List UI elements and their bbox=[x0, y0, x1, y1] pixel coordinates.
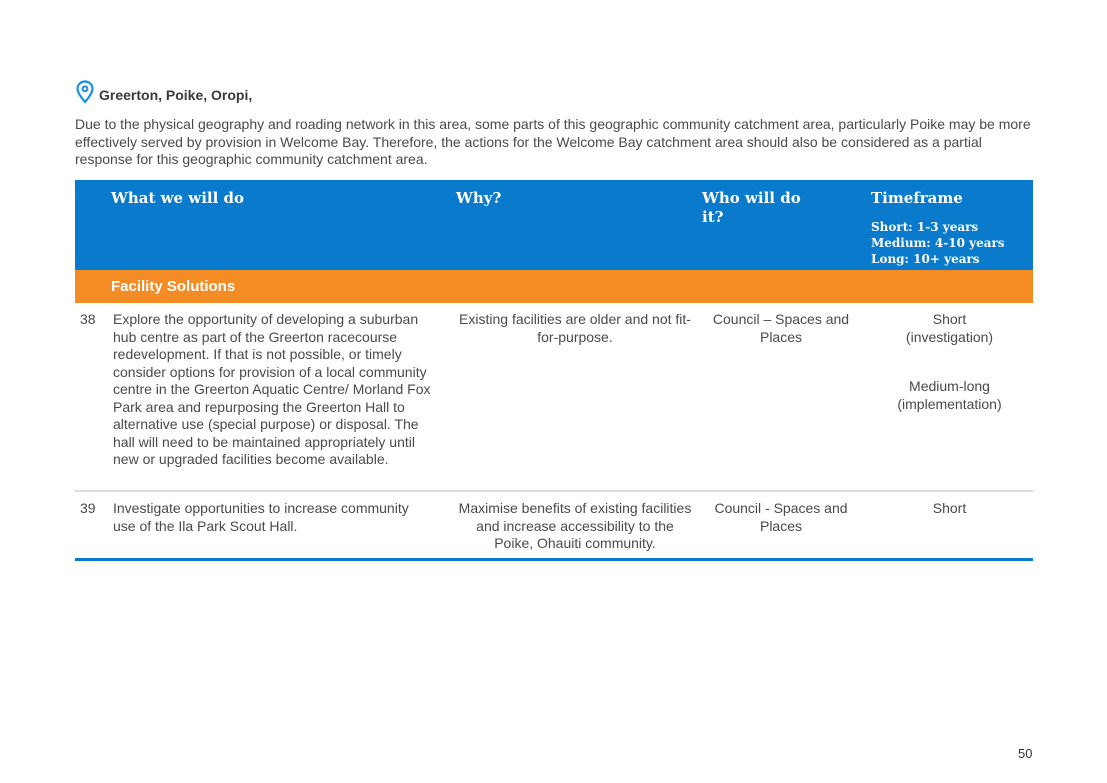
row-number: 38 bbox=[80, 311, 96, 327]
page-number: 50 bbox=[1018, 746, 1033, 761]
table-header: What we will do Why? Who will do it? Tim… bbox=[75, 180, 1033, 270]
timeframe-investigation: Short (investigation) bbox=[905, 311, 994, 345]
timeframe-legend: Short: 1-3 years Medium: 4-10 years Long… bbox=[871, 219, 1005, 267]
header-who: Who will do it? bbox=[702, 189, 801, 226]
row-what: Explore the opportunity of developing a … bbox=[113, 311, 431, 467]
timeframe-short: Short: 1-3 years bbox=[871, 220, 979, 234]
section-heading: Greerton, Poike, Oropi, bbox=[76, 80, 252, 104]
table-row: 38 Explore the opportunity of developing… bbox=[75, 303, 1033, 492]
header-what: What we will do bbox=[111, 189, 245, 207]
actions-table: What we will do Why? Who will do it? Tim… bbox=[75, 180, 1033, 561]
row-why: Existing facilities are older and not fi… bbox=[459, 311, 691, 345]
row-timeframe: Short (investigation) Medium-long (imple… bbox=[872, 311, 1027, 413]
section-row: Facility Solutions bbox=[75, 270, 1033, 303]
heading-title: Greerton, Poike, Oropi, bbox=[99, 87, 253, 103]
table-row: 39 Investigate opportunities to increase… bbox=[75, 492, 1033, 561]
row-who: Council - Spaces and Places bbox=[714, 500, 848, 534]
header-timeframe: Timeframe bbox=[871, 189, 963, 207]
row-what: Investigate opportunities to increase co… bbox=[113, 500, 409, 534]
timeframe-medium: Medium: 4-10 years bbox=[871, 236, 1005, 250]
row-number: 39 bbox=[80, 500, 96, 516]
row-timeframe: Short bbox=[932, 500, 967, 516]
header-why: Why? bbox=[456, 189, 502, 207]
row-who: Council – Spaces and Places bbox=[712, 311, 850, 345]
section-label: Facility Solutions bbox=[111, 278, 236, 295]
row-why: Maximise benefits of existing facilities… bbox=[458, 500, 692, 551]
timeframe-long: Long: 10+ years bbox=[871, 252, 980, 266]
intro-paragraph: Due to the physical geography and roadin… bbox=[75, 116, 1031, 167]
location-pin-icon bbox=[76, 80, 94, 104]
timeframe-implementation: Medium-long (implementation) bbox=[897, 378, 1002, 412]
